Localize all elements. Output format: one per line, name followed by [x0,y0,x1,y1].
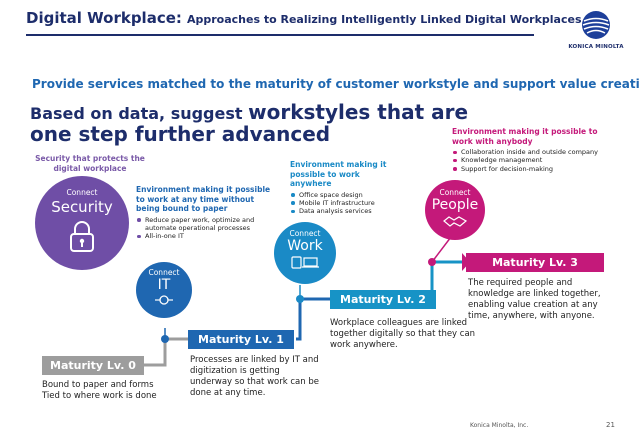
connect-it-circle: Connect IT [136,262,192,318]
env-it-bullets: Reduce paper work, optimize and automate… [136,216,274,241]
network-icon [155,295,173,305]
maturity-lv2-box: Maturity Lv. 2 [330,290,436,309]
headline-line-2: one step further advanced [30,122,331,146]
env-people-block: Environment making it possible to work w… [452,127,617,173]
list-item: All-in-one IT [136,232,274,240]
title-sub: Approaches to Realizing Intelligently Li… [186,13,582,26]
list-item: Data analysis services [290,207,402,215]
lv1-description: Processes are linked by IT and digitizat… [190,355,319,398]
env-work-title: Environment making it possible to work a… [290,160,387,188]
lv0-description: Bound to paper and forms Tied to where w… [42,380,157,401]
connect-work-circle: Connect Work [274,222,336,284]
devices-icon [291,256,319,269]
list-item: Office space design [290,191,402,199]
connector-lv1-lv2 [296,297,335,341]
env-it-block: Environment making it possible to work a… [136,185,274,240]
list-item: Collaboration inside and outside company [452,148,617,156]
headline: Based on data, suggest workstyles that a… [30,102,468,145]
connect-security-circle: Connect Security [35,176,129,270]
lv3-description: The required people and knowledge are li… [468,278,601,321]
env-work-block: Environment making it possible to work a… [290,160,402,215]
security-connect-label: Connect [66,188,98,197]
people-connect-label: Connect [439,188,471,197]
lv2-description: Workplace colleagues are linked together… [330,318,476,350]
list-item: Support for decision-making [452,165,617,173]
env-people-title: Environment making it possible to work w… [452,127,598,146]
env-it-title: Environment making it possible to work a… [136,185,271,213]
maturity-lv1-box: Maturity Lv. 1 [188,330,294,349]
logo-text: KONICA MINOLTA [568,44,624,50]
list-item: Reduce paper work, optimize and automate… [136,216,274,233]
list-item: Knowledge management [452,156,617,164]
page-number: 21 [606,421,615,429]
connect-people-circle: Connect People [425,180,485,240]
title-main: Digital Workplace: [26,9,182,27]
security-name: Security [51,198,113,216]
konica-minolta-logo: KONICA MINOLTA [566,10,626,50]
list-item: Mobile IT infrastructure [290,199,402,207]
it-connect-label: Connect [148,268,180,277]
slide-title: Digital Workplace: Approaches to Realizi… [26,8,582,27]
title-divider [26,34,534,36]
it-name: IT [157,277,171,293]
env-people-bullets: Collaboration inside and outside company… [452,148,617,173]
headline-part-1: Based on data, suggest [30,104,249,123]
env-work-bullets: Office space design Mobile IT infrastruc… [290,191,402,216]
work-connect-label: Connect [289,229,321,238]
work-name: Work [287,238,323,254]
globe-logo-icon [582,11,610,39]
maturity-lv0-box: Maturity Lv. 0 [42,356,144,375]
headline-part-2: workstyles that are [248,100,469,124]
people-name: People [431,197,479,213]
subheading: Provide services matched to the maturity… [32,77,640,91]
handshake-icon [443,216,468,227]
security-caption: Security that protects the digital workp… [35,154,145,173]
lock-icon [70,221,94,252]
maturity-lv3-box: Maturity Lv. 3 [466,253,604,272]
footer-company: Konica Minolta, Inc. [470,422,529,429]
